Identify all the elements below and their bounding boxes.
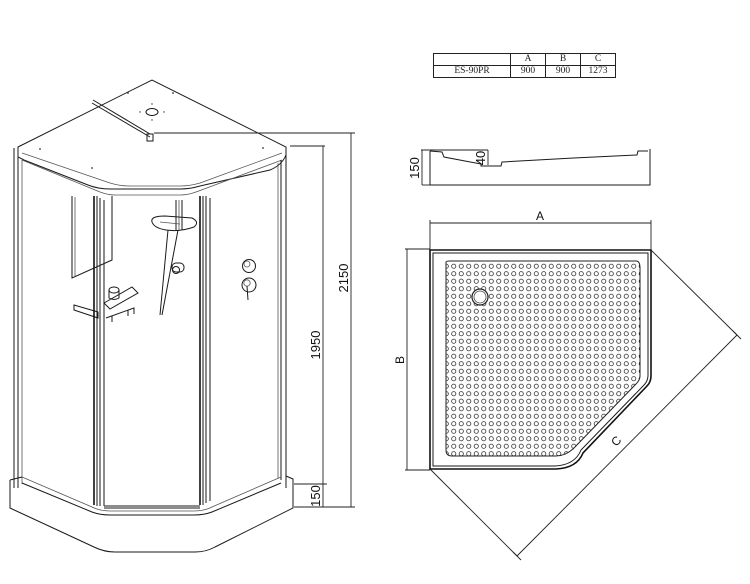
corner-shelf bbox=[103, 286, 139, 322]
spec-table-row: ES-90PR 900 900 1273 bbox=[433, 65, 616, 78]
cabin-height-dimensions: 2150 1950 150 bbox=[154, 132, 355, 508]
dimension-enclosure-height: 1950 bbox=[308, 331, 323, 360]
mixer-controls bbox=[241, 259, 257, 301]
dimension-total-height: 2150 bbox=[336, 264, 351, 293]
roof-light-icon bbox=[145, 108, 159, 116]
shower-column bbox=[151, 200, 198, 316]
tray-plan-view: A B C bbox=[393, 209, 742, 561]
profile-dimension-height: 150 bbox=[407, 157, 422, 179]
spec-value-c: 1273 bbox=[580, 65, 616, 78]
mixer-knob-upper-icon bbox=[242, 259, 256, 273]
shower-cabin-view: 2150 1950 150 bbox=[9, 79, 355, 553]
cabin-right-panel bbox=[277, 148, 287, 488]
spec-table-header-row: A B C bbox=[433, 53, 616, 66]
cabin-roof bbox=[17, 79, 287, 196]
dimension-label-b: B bbox=[393, 356, 407, 364]
spec-table: A B C ES-90PR 900 900 1273 bbox=[433, 53, 616, 78]
cabin-front-door bbox=[93, 196, 211, 509]
dimension-label-a: A bbox=[536, 209, 544, 223]
roof-pipe-connector bbox=[146, 133, 154, 142]
hand-shower-icon bbox=[172, 266, 180, 274]
cabin-tray bbox=[9, 475, 294, 553]
mixer-knob-lower-icon bbox=[241, 277, 257, 293]
profile-dimension-depth: 40 bbox=[473, 151, 488, 165]
cabin-left-panel bbox=[13, 148, 113, 488]
left-shelf bbox=[73, 304, 99, 319]
shower-head-icon bbox=[151, 215, 198, 232]
dimension-cabin-tray-height: 150 bbox=[308, 485, 323, 507]
dimension-label-c: C bbox=[608, 433, 624, 449]
tray-textured-surface bbox=[445, 260, 641, 457]
tray-profile-view: 150 40 bbox=[407, 149, 651, 186]
